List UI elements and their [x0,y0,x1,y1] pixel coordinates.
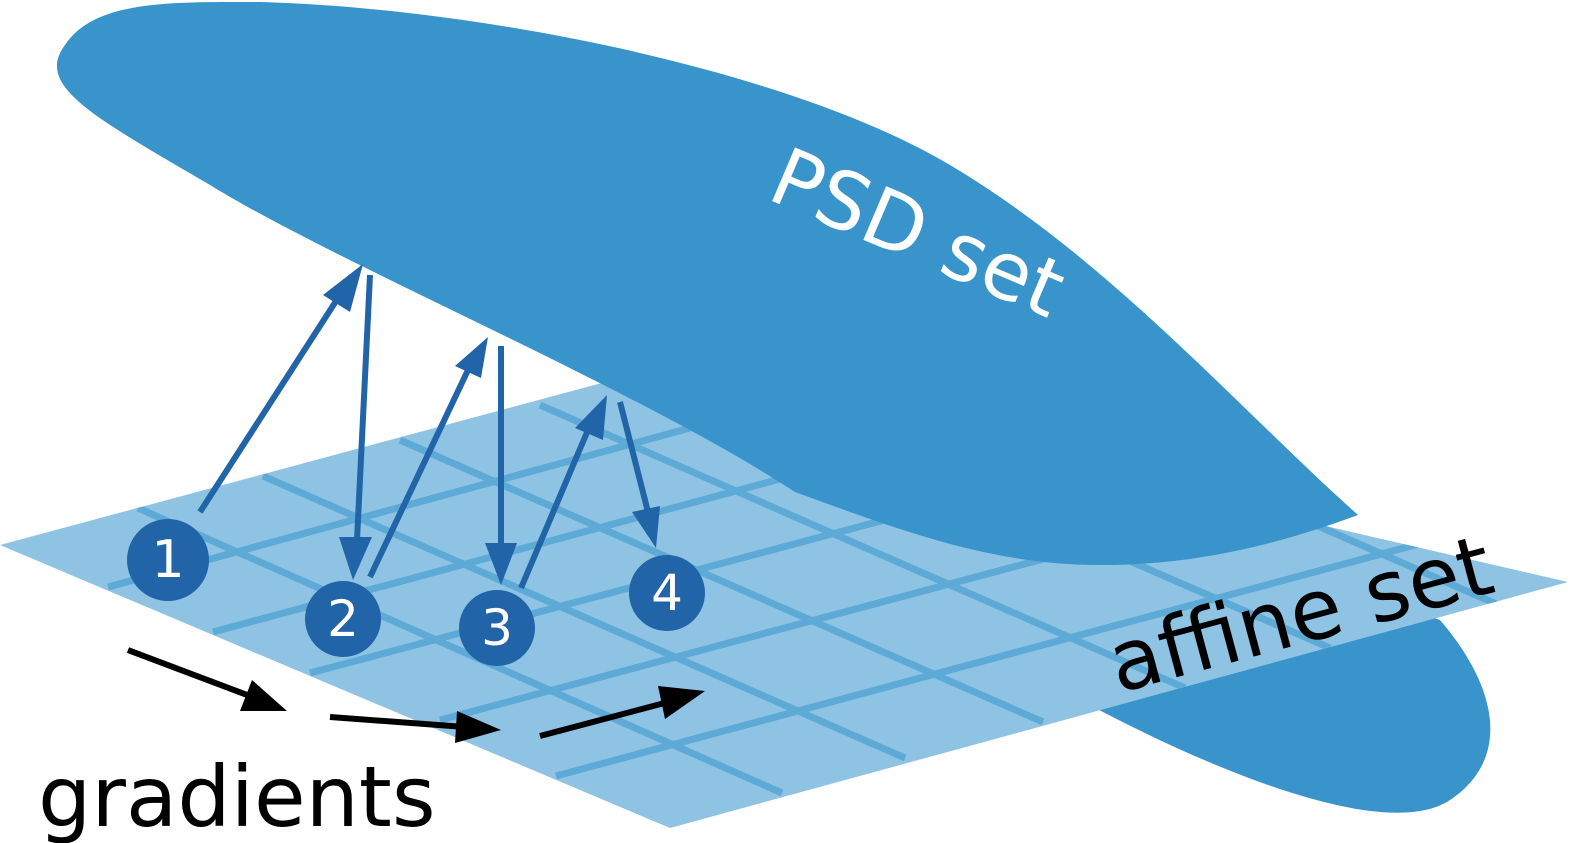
projection-arrowhead [339,537,372,580]
step-node-label: 4 [651,564,683,622]
step-node-4: 4 [629,555,705,631]
projection-arrowhead [632,506,660,548]
gradient-arrowhead [658,686,705,719]
projection-arrow-line [617,401,651,513]
step-node-2: 2 [305,581,381,657]
gradient-arrow-line [539,698,673,739]
psd-set-body [56,1,1359,565]
gradient-arrow-line [126,647,257,701]
gradient-arrows [126,647,705,743]
projection-arrowhead [575,395,607,440]
projection-arrow-line [354,274,373,541]
step-node-label: 2 [327,590,359,648]
projection-arrowhead [323,264,363,312]
step-node-3: 3 [459,590,535,666]
gradients-label: gradients [38,748,436,843]
step-node-label: 1 [151,530,184,590]
projection-arrow-line [197,296,341,514]
grid-line [261,472,907,762]
step-node-1: 1 [127,519,209,601]
step-node-label: 3 [481,599,513,657]
grid-line [538,401,1187,692]
grid-line [107,409,746,591]
projection-arrow-line [367,368,471,579]
projection-arrowhead [455,337,488,378]
gradient-arrowhead [455,711,501,743]
projection-arrows [197,264,660,590]
grid-line [136,504,784,797]
grid-line [398,436,1045,726]
affine-set-plane [0,370,1568,828]
gradient-arrowhead [240,680,287,711]
gradient-arrow-line [329,714,466,730]
projection-arrow-line [518,428,591,590]
projection-arrowhead [485,543,517,585]
